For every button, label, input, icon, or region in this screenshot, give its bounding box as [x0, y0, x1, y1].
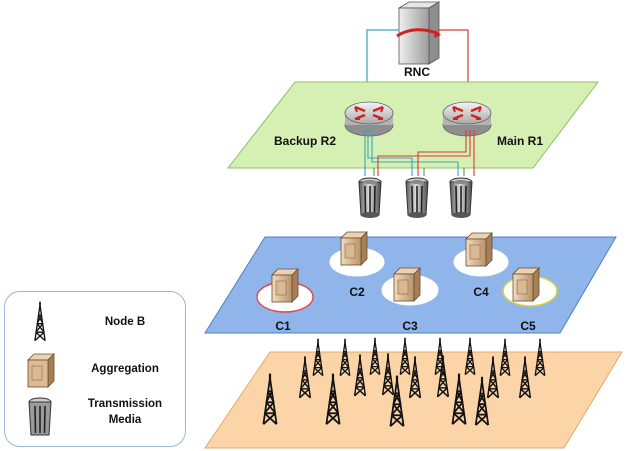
router-plane [226, 81, 600, 169]
rnc-label: RNC [404, 65, 430, 79]
legend-label-aggregation: Aggregation [91, 363, 159, 375]
aggregation-box-icon [27, 353, 55, 388]
main-router-icon [441, 100, 493, 138]
aggregation-box-icon [340, 231, 368, 266]
cluster-c5-label: C5 [520, 319, 536, 333]
antenna-tower-icon [34, 301, 46, 342]
cluster-c1-label: C1 [275, 319, 291, 333]
transmission-media-icon [449, 177, 473, 219]
aggregation-box-icon [393, 267, 421, 302]
transmission-media-icon [28, 397, 52, 436]
cluster-c4-label: C4 [473, 285, 489, 299]
backup-router-label: Backup R2 [274, 134, 336, 148]
legend-item-transmission-media: Transmission Media [5, 396, 187, 440]
transmission-media-icon [358, 177, 382, 219]
legend-item-node-b: Node B [5, 300, 187, 344]
legend-label-transmission: Transmission [87, 398, 163, 410]
aggregation-box-icon [512, 267, 540, 302]
legend-label-media: Media [108, 414, 142, 426]
cluster-c2-label: C2 [349, 285, 365, 299]
aggregation-box-icon [271, 268, 299, 303]
legend-label-node-b: Node B [104, 316, 146, 328]
backup-router-icon [343, 100, 395, 138]
transmission-media-icon [405, 177, 429, 219]
cluster-c3-label: C3 [402, 319, 418, 333]
main-router-label: Main R1 [497, 134, 543, 148]
router-transmission-links [364, 130, 475, 176]
legend-panel: Node B Aggregation Transmission Media [4, 291, 186, 447]
legend-item-aggregation: Aggregation [5, 348, 187, 392]
rnc-server-icon [396, 1, 441, 65]
aggregation-box-icon [465, 232, 493, 267]
